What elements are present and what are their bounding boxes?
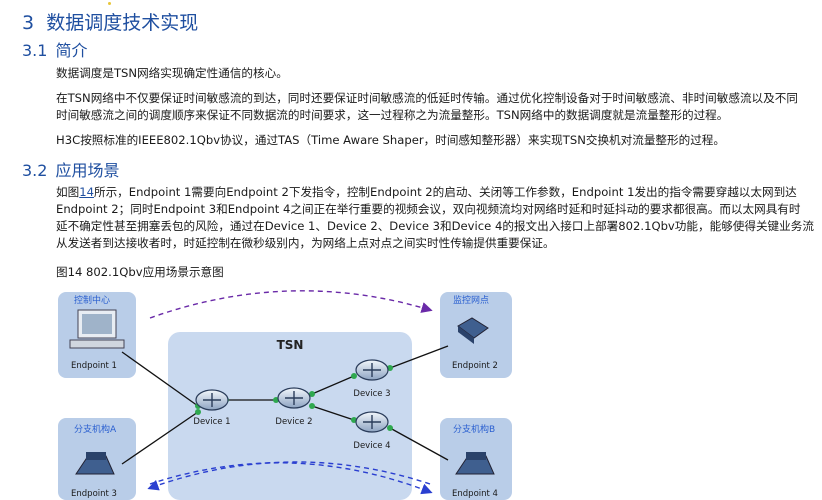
zone-label-branch-b: 分支机构B <box>453 423 495 435</box>
network-links <box>121 345 449 465</box>
network-diagram: TSN 控制中心 监控网点 分支机构A 分支机构B Device 1 Devic… <box>58 290 512 500</box>
chapter-number: 3 <box>22 12 35 34</box>
section-number: 3.1 <box>22 41 48 60</box>
paragraph-3: H3C按照标准的IEEE802.1Qbv协议，通过TAS（Time Aware … <box>56 132 816 149</box>
paragraph-line: 时间敏感流之间的调度顺序来保证不同数据流的时间要求，这一过程称之为流量整形。TS… <box>56 108 729 122</box>
device-4-label: Device 4 <box>353 441 390 451</box>
figure-caption: 图14 802.1Qbv应用场景示意图 <box>56 265 224 279</box>
device-2-label: Device 2 <box>275 417 312 427</box>
video-phone-icon <box>455 452 495 475</box>
paragraph-line: H3C按照标准的IEEE802.1Qbv协议，通过TAS（Time Aware … <box>56 133 725 147</box>
section-title: 应用场景 <box>55 161 120 180</box>
paragraph-line: 数据调度是TSN网络实现确定性通信的核心。 <box>56 66 288 80</box>
figure-link[interactable]: 14 <box>79 185 94 199</box>
video-phone-icon <box>75 452 115 475</box>
section-title: 简介 <box>55 41 88 60</box>
text-span: 如图 <box>56 185 80 199</box>
endpoint-4-label: Endpoint 4 <box>452 489 498 499</box>
endpoint-2-label: Endpoint 2 <box>452 361 498 371</box>
zone-label-monitor-site: 监控网点 <box>453 294 489 306</box>
endpoint-1-label: Endpoint 1 <box>71 361 117 371</box>
text-span: 所示，Endpoint 1需要向Endpoint 2下发指令，控制Endpoin… <box>93 185 797 199</box>
video-flow-arrow-right <box>149 462 433 495</box>
device-3-label: Device 3 <box>353 389 390 399</box>
paragraph-line: Endpoint 2；同时Endpoint 3和Endpoint 4之间正在举行… <box>56 202 801 216</box>
video-flow-arrow-left <box>147 461 431 491</box>
router-icon <box>355 411 389 433</box>
paragraph-line: 如图14所示，Endpoint 1需要向Endpoint 2下发指令，控制End… <box>56 184 816 201</box>
port-markers <box>195 365 393 431</box>
paragraph-line: 在TSN网络中不仅要保证时间敏感流的到达，同时还要保证时间敏感流的低延时传输。通… <box>56 91 798 105</box>
paragraph-line: 延不确定性甚至拥塞丢包的风险，通过在Device 1、Device 2、Devi… <box>56 219 814 233</box>
computer-icon <box>69 309 125 349</box>
chapter-title: 数据调度技术实现 <box>46 12 199 34</box>
monitor-device-icon <box>457 317 489 344</box>
tsn-label: TSN <box>277 338 304 352</box>
device-1-label: Device 1 <box>193 417 230 427</box>
paragraph-2: 在TSN网络中不仅要保证时间敏感流的到达，同时还要保证时间敏感流的低延时传输。通… <box>56 90 816 124</box>
paragraph-line: 从发送者到达接收者时，时延控制在微秒级别内，为网络上点对点之间实时性传输提供重要… <box>56 236 555 250</box>
zone-label-control-center: 控制中心 <box>74 294 110 306</box>
zone-label-branch-a: 分支机构A <box>74 423 117 435</box>
decorative-dot <box>108 2 111 5</box>
router-icon <box>195 389 229 411</box>
endpoint-3-label: Endpoint 3 <box>71 489 117 499</box>
section-heading-scenario: 3.2 应用场景 <box>22 157 119 181</box>
paragraph-1: 数据调度是TSN网络实现确定性通信的核心。 <box>56 65 816 82</box>
control-flow-arrow <box>149 290 433 319</box>
chapter-heading: 3 数据调度技术实现 <box>22 8 198 35</box>
tsn-network-area <box>168 332 412 500</box>
paragraph-4: 如图14所示，Endpoint 1需要向Endpoint 2下发指令，控制End… <box>56 184 816 252</box>
router-icon <box>355 359 389 381</box>
router-icon <box>277 387 311 409</box>
section-heading-intro: 3.1 简介 <box>22 37 87 61</box>
section-number: 3.2 <box>22 161 48 180</box>
